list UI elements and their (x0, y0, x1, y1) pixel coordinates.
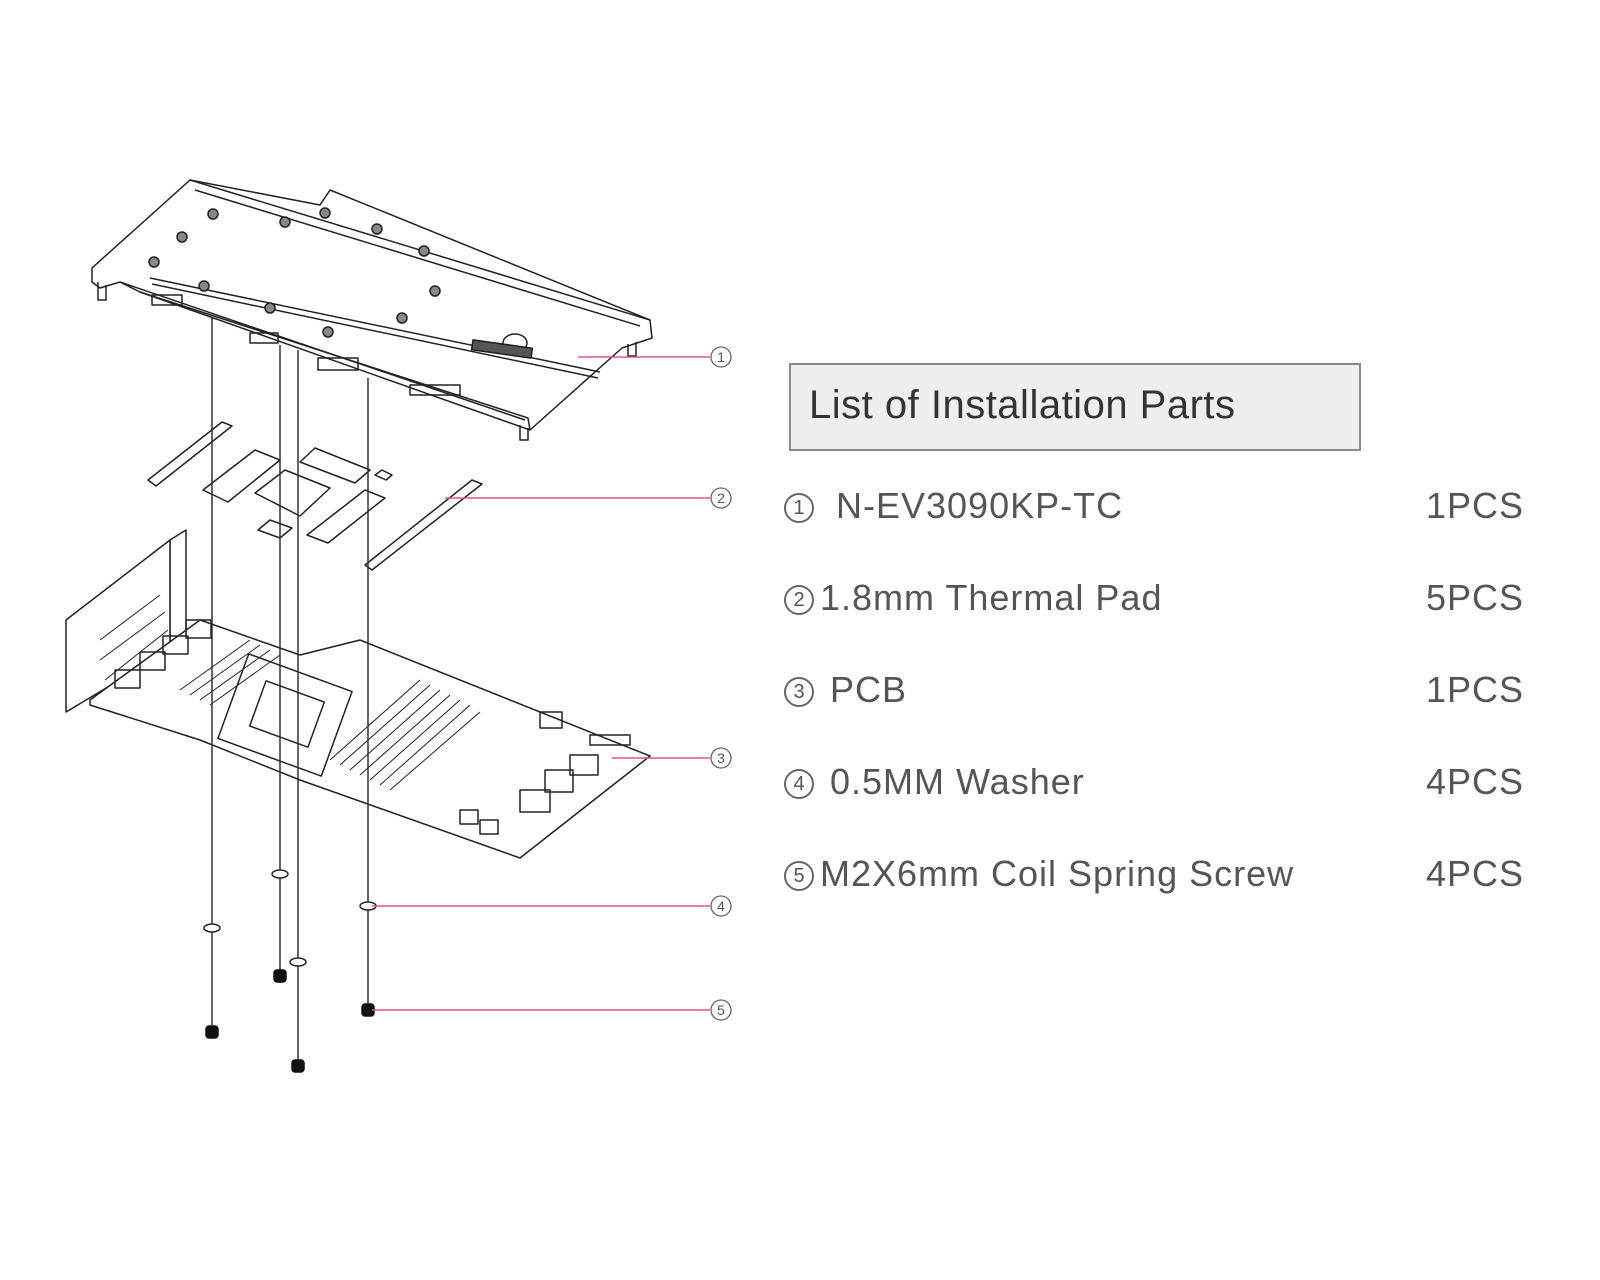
part-quantity: 4PCS (1425, 761, 1524, 802)
callout-number: 2 (717, 490, 725, 506)
part-number-badge: 5 (784, 861, 814, 891)
parts-row: 4 0.5MM Washer 4PCS (784, 761, 1524, 811)
part-quantity: 5PCS (1425, 577, 1524, 618)
callout-circle (710, 487, 732, 509)
parts-row: 2 1.8mm Thermal Pad 5PCS (784, 577, 1524, 627)
callout-number: 1 (717, 349, 725, 365)
thermal-pads (147, 421, 483, 571)
part-number-badge: 1 (784, 493, 814, 523)
parts-row: 5 M2X6mm Coil Spring Screw 4PCS (784, 853, 1524, 903)
backplate (91, 179, 653, 441)
part-name: 0.5MM Washer (830, 761, 1085, 802)
part-name: M2X6mm Coil Spring Screw (820, 853, 1295, 894)
parts-row: 1 N-EV3090KP-TC 1PCS (784, 485, 1524, 535)
exploded-diagram: 1 2 3 4 5 (65, 179, 732, 1073)
callout-number: 5 (717, 1002, 725, 1018)
washers (203, 869, 377, 967)
callout-number: 4 (717, 898, 725, 914)
callout-circle (710, 747, 732, 769)
callout-number: 3 (717, 750, 725, 766)
screws (205, 969, 375, 1073)
part-name: N-EV3090KP-TC (836, 485, 1124, 526)
part-number-badge: 3 (784, 677, 814, 707)
part-quantity: 1PCS (1425, 669, 1524, 710)
parts-row: 3 PCB 1PCS (784, 669, 1524, 719)
part-quantity: 1PCS (1425, 485, 1524, 526)
part-name: 1.8mm Thermal Pad (820, 577, 1163, 618)
part-name: PCB (830, 669, 908, 710)
part-number-badge: 4 (784, 769, 814, 799)
callout-circle (710, 895, 732, 917)
part-number-badge: 2 (784, 585, 814, 615)
callout-circle (710, 346, 732, 368)
parts-list-title-box: List of Installation Parts (789, 363, 1361, 451)
parts-list-title: List of Installation Parts (809, 383, 1236, 427)
pcb (65, 529, 651, 859)
part-quantity: 4PCS (1425, 853, 1524, 894)
callout-circle (710, 999, 732, 1021)
